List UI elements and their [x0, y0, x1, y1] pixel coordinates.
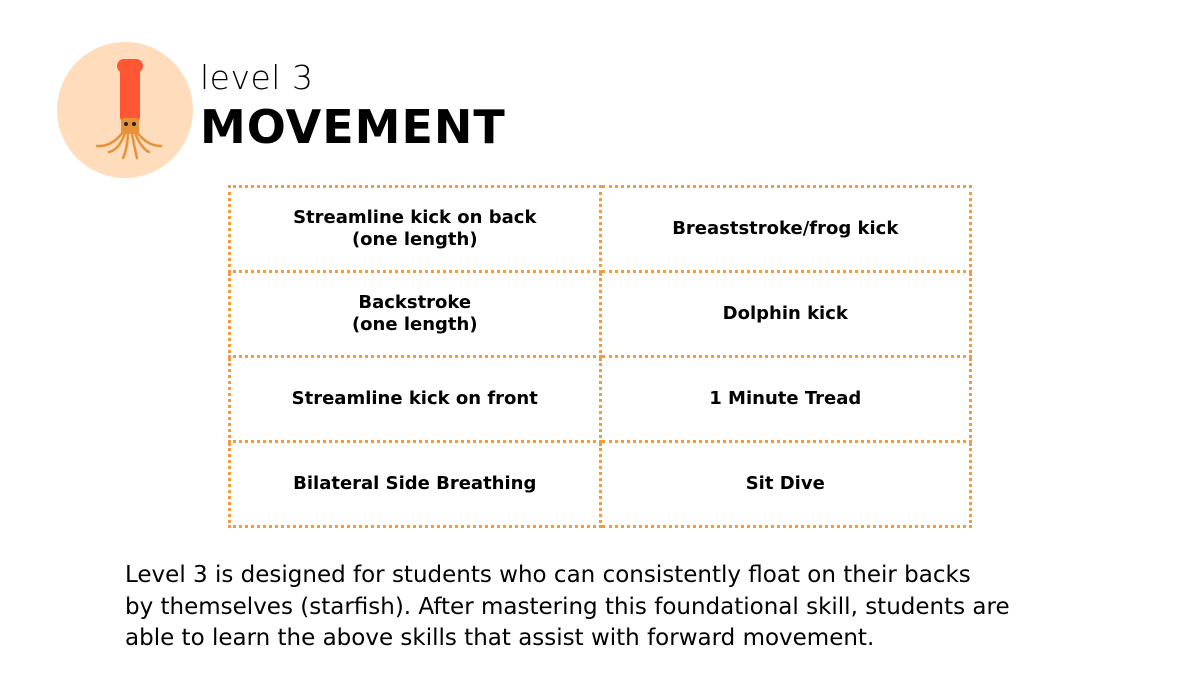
- skill-cell: Streamline kick on back (one length): [228, 185, 602, 273]
- skill-cell: Backstroke (one length): [228, 270, 602, 358]
- page-title: MOVEMENT: [200, 100, 506, 154]
- level-description: Level 3 is designed for students who can…: [125, 562, 1010, 651]
- level-label: level 3: [200, 58, 314, 97]
- table-row: Streamline kick on back (one length)Brea…: [228, 185, 972, 273]
- level-logo: [57, 42, 193, 178]
- table-row: Backstroke (one length)Dolphin kick: [228, 270, 972, 358]
- skill-cell: Breaststroke/frog kick: [598, 185, 972, 273]
- skill-cell: Sit Dive: [598, 440, 972, 528]
- skill-cell: Bilateral Side Breathing: [228, 440, 602, 528]
- skill-cell: Dolphin kick: [598, 270, 972, 358]
- squid-icon: [95, 59, 163, 160]
- skill-cell: Streamline kick on front: [228, 355, 602, 443]
- skill-cell: 1 Minute Tread: [598, 355, 972, 443]
- skills-table: Streamline kick on back (one length)Brea…: [228, 185, 972, 528]
